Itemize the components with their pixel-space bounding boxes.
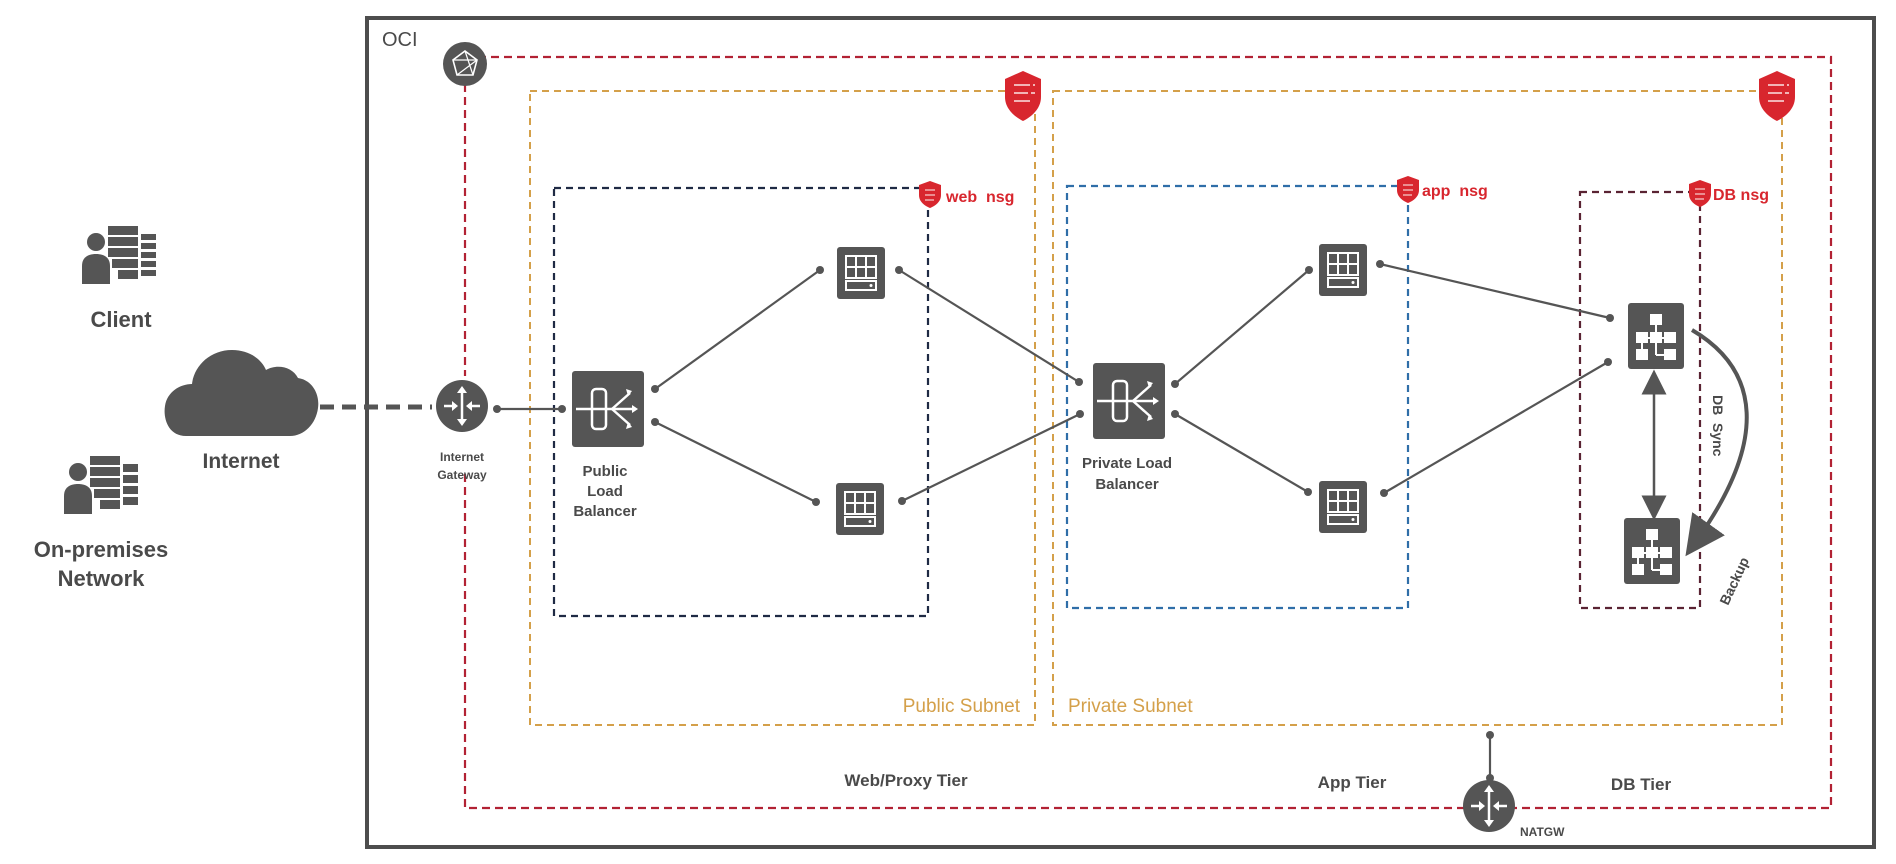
natgw-label: NATGW [1520, 825, 1565, 839]
app-server-1-to-db-connection [1379, 262, 1611, 320]
internet-label: Internet [202, 450, 279, 473]
db-primary-icon[interactable] [1627, 302, 1685, 370]
on-premises-icon [64, 456, 138, 514]
web-nsg-label: web nsg [945, 189, 1014, 206]
web-server-1-icon[interactable] [836, 246, 886, 300]
private-subnet-security-list-icon [1758, 70, 1796, 122]
db-nsg-border [1578, 190, 1702, 610]
db-standby-icon[interactable] [1623, 517, 1681, 585]
on-premises-label-line1: On-premises [34, 537, 169, 562]
public-subnet-security-list-icon [1004, 70, 1042, 122]
igw-label-line1: Internet [440, 450, 484, 464]
on-premises-label-line2: Network [58, 566, 146, 591]
private-lb-label-line1: Private Load [1082, 455, 1172, 472]
db-backup-label: Backup [1716, 555, 1752, 608]
public-lb-label-line3: Balancer [573, 503, 637, 520]
private-lb-to-app-server-1-connection [1174, 269, 1310, 385]
igw-label-line2: Gateway [437, 468, 487, 482]
oci-region-border [365, 16, 1876, 849]
client-label: Client [90, 307, 152, 332]
db-nsg-icon [1688, 179, 1712, 208]
web-server-1-to-private-lb-connection [898, 269, 1080, 383]
oci-label: OCI [382, 29, 418, 51]
db-tier-label: DB Tier [1611, 775, 1672, 794]
app-nsg-border [1065, 184, 1410, 610]
db-sync-label: DB Sync [1710, 395, 1726, 457]
public-load-balancer-icon[interactable] [570, 369, 646, 449]
public-lb-label-line2: Load [587, 483, 623, 500]
web-nsg-border [552, 186, 930, 618]
public-lb-to-web-server-2-connection [654, 421, 817, 503]
private-lb-to-app-server-2-connection [1174, 413, 1309, 493]
web-nsg-icon [918, 180, 942, 209]
public-lb-to-web-server-1-connection [654, 269, 821, 390]
vcn-border [463, 55, 1833, 810]
private-lb-label-line2: Balancer [1095, 476, 1159, 493]
db-nsg-label: DB nsg [1713, 187, 1769, 204]
app-nsg-icon [1396, 175, 1420, 204]
private-subnet-border [1052, 90, 1783, 726]
client-icon [82, 226, 156, 284]
app-server-1-icon[interactable] [1318, 243, 1368, 297]
internet-gateway-icon[interactable] [434, 378, 490, 434]
internet-cloud-icon [164, 350, 319, 436]
web-server-2-icon[interactable] [835, 482, 885, 536]
private-load-balancer-icon[interactable] [1091, 361, 1167, 441]
private-subnet-label: Private Subnet [1068, 696, 1193, 717]
app-tier-label: App Tier [1318, 773, 1387, 792]
app-nsg-label: app nsg [1422, 183, 1488, 200]
app-server-2-to-db-connection [1383, 361, 1609, 494]
web-proxy-tier-label: Web/Proxy Tier [844, 771, 968, 790]
nat-gateway-icon[interactable] [1463, 780, 1515, 832]
public-subnet-label: Public Subnet [903, 696, 1021, 717]
vcn-icon [443, 42, 487, 86]
web-server-2-to-private-lb-connection [901, 413, 1081, 502]
db-sync-backup-arrow [1685, 328, 1749, 557]
app-server-2-icon[interactable] [1318, 480, 1368, 534]
public-lb-label-line1: Public [582, 463, 627, 480]
